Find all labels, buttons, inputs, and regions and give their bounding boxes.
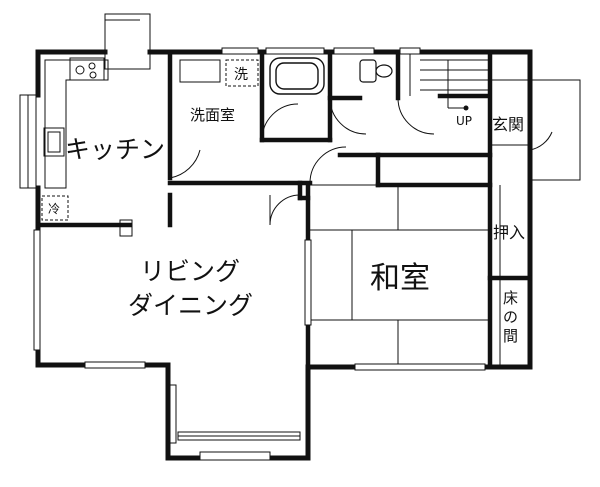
- sink-icon: [43, 127, 65, 157]
- stove-icon: [69, 57, 105, 81]
- room-label-entrance: 玄関: [492, 115, 524, 134]
- room-label-dining: ダイニング: [128, 291, 253, 320]
- thin-lines: [44, 13, 581, 368]
- fridge-box: [41, 195, 69, 221]
- toilet-icon: [359, 59, 393, 83]
- stairs-up-label: UP: [456, 114, 472, 128]
- room-label-oshiire: 押入: [493, 223, 525, 242]
- room-label-washroom: 洗面室: [190, 106, 235, 124]
- room-label-tokonoma-3: 間: [503, 327, 518, 345]
- washbasin-icon: [179, 59, 221, 83]
- washer-box: [225, 59, 259, 87]
- room-label-kitchen: キッチン: [65, 135, 165, 164]
- bathtub-icon: [269, 57, 325, 95]
- room-label-washitsu: 和室: [370, 261, 430, 296]
- window-mark: [19, 47, 486, 461]
- stairs-icon: [463, 105, 469, 111]
- room-label-living: リビング: [140, 257, 240, 286]
- door-swing: [105, 19, 553, 226]
- room-label-tokonoma-2: の: [503, 308, 518, 326]
- washer-label: 洗: [234, 67, 248, 83]
- room-label-tokonoma-1: 床: [503, 289, 518, 307]
- fridge-label: 冷: [48, 202, 60, 216]
- exterior-walls: [35, 49, 533, 461]
